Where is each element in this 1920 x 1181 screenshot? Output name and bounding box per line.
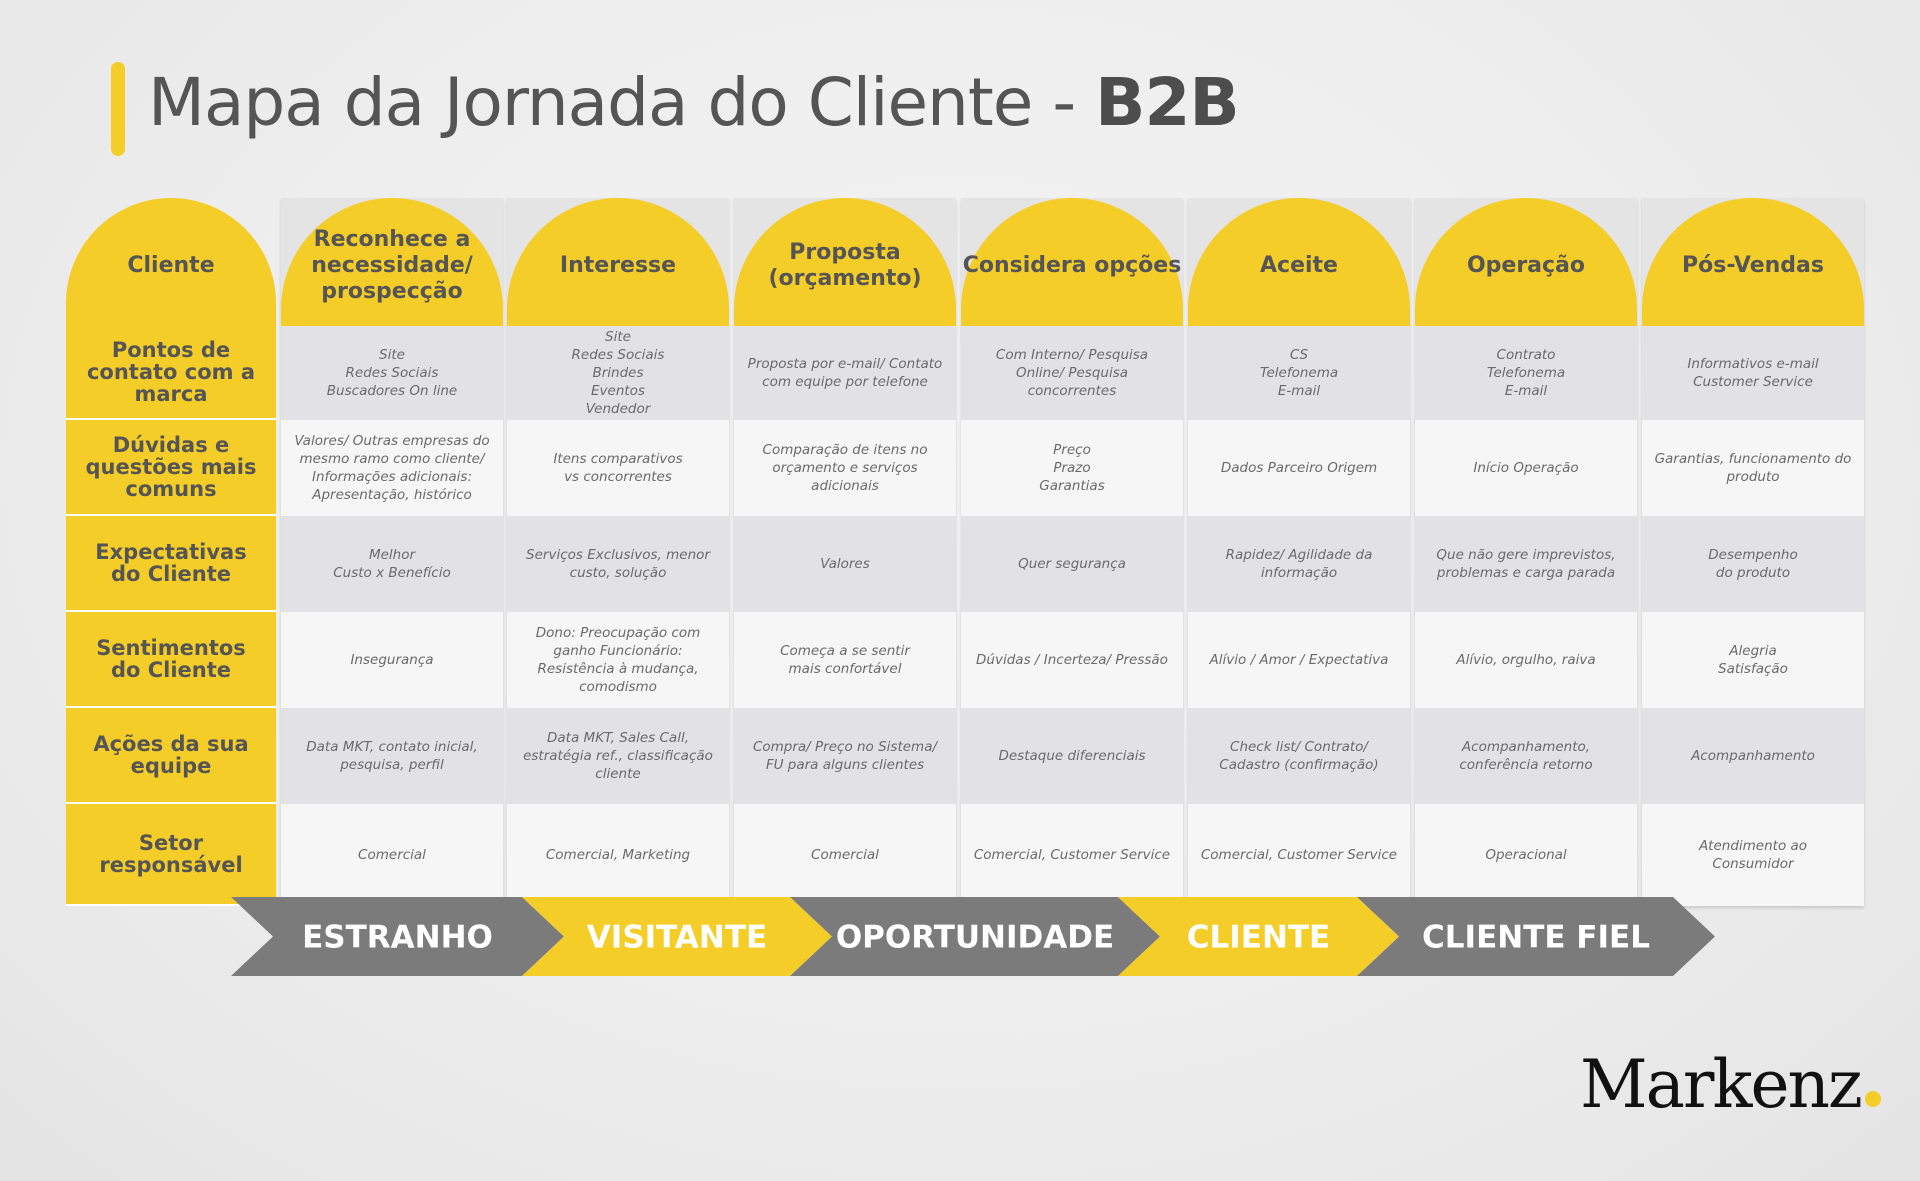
stage-cell: Serviços Exclusivos, menor custo, soluçã… <box>507 516 729 612</box>
stage-cell: Início Operação <box>1415 420 1637 516</box>
phase-label: ESTRANHO <box>302 920 493 956</box>
stage-cell: CS Telefonema E-mail <box>1188 326 1410 420</box>
stage-cell: Dados Parceiro Origem <box>1188 420 1410 516</box>
stage-cell: Contrato Telefonema E-mail <box>1415 326 1637 420</box>
stage-cell: Quer segurança <box>961 516 1183 612</box>
stage-cell: Alívio / Amor / Expectativa <box>1188 612 1410 708</box>
stage-cell: Site Redes Sociais Buscadores On line <box>281 326 503 420</box>
stage-cell: Desempenho do produto <box>1642 516 1864 612</box>
phase-chevron <box>790 897 1160 976</box>
phase-label: CLIENTE <box>1187 920 1330 956</box>
stage-cell: Rapidez/ Agilidade da informação <box>1188 516 1410 612</box>
phase-chevron <box>1118 897 1399 976</box>
phase-chevron <box>522 897 832 976</box>
logo-dot-icon <box>1864 1091 1881 1107</box>
stage-cell: Destaque diferenciais <box>961 708 1183 804</box>
phase-label: CLIENTE FIEL <box>1422 920 1650 956</box>
stage-cell: Comercial <box>281 804 503 906</box>
stage-cell: Check list/ Contrato/ Cadastro (confirma… <box>1188 708 1410 804</box>
stage-cell: Insegurança <box>281 612 503 708</box>
stage-cell: Data MKT, Sales Call, estratégia ref., c… <box>507 708 729 804</box>
row-label: Pontos de contato com a marca <box>66 326 276 420</box>
stage-cell: Comercial <box>734 804 956 906</box>
title-main: Mapa da Jornada do Cliente - <box>148 64 1096 141</box>
stage-cell: Começa a se sentir mais confortável <box>734 612 956 708</box>
stage-cell: Comercial, Marketing <box>507 804 729 906</box>
stage-cell: Alegria Satisfação <box>1642 612 1864 708</box>
page-title: Mapa da Jornada do Cliente - B2B <box>148 64 1240 141</box>
phase-label: VISITANTE <box>587 920 767 956</box>
stage-cell: Operacional <box>1415 804 1637 906</box>
markenz-logo: Markenz <box>1580 1046 1881 1123</box>
row-label: Ações da sua equipe <box>66 708 276 804</box>
stage-cell: Comercial, Customer Service <box>961 804 1183 906</box>
stage-cell: Garantias, funcionamento do produto <box>1642 420 1864 516</box>
title-accent-bar <box>111 62 125 156</box>
stage-cell: Preço Prazo Garantias <box>961 420 1183 516</box>
stage-cell: Proposta por e-mail/ Contato com equipe … <box>734 326 956 420</box>
phase-chevron <box>1357 897 1715 976</box>
stage-cell: Comparação de itens no orçamento e servi… <box>734 420 956 516</box>
stage-cell: Valores <box>734 516 956 612</box>
stage-cell: Melhor Custo x Benefício <box>281 516 503 612</box>
stage-cell: Que não gere imprevistos, problemas e ca… <box>1415 516 1637 612</box>
row-label: Expectativas do Cliente <box>66 516 276 612</box>
row-label: Sentimentos do Cliente <box>66 612 276 708</box>
stage-cell: Dúvidas / Incerteza/ Pressão <box>961 612 1183 708</box>
stage-column: Proposta (orçamento)Proposta por e-mail/… <box>734 198 956 906</box>
stage-cell: Alívio, orgulho, raiva <box>1415 612 1637 708</box>
phase-label: OPORTUNIDADE <box>836 920 1114 956</box>
logo-text: Markenz <box>1580 1046 1863 1123</box>
row-label: Dúvidas e questões mais comuns <box>66 420 276 516</box>
stage-cell: Acompanhamento <box>1642 708 1864 804</box>
stage-cell: Comercial, Customer Service <box>1188 804 1410 906</box>
stage-cell: Informativos e-mail Customer Service <box>1642 326 1864 420</box>
stage-cell: Site Redes Sociais Brindes Eventos Vende… <box>507 326 729 420</box>
stage-cell: Dono: Preocupação com ganho Funcionário:… <box>507 612 729 708</box>
stage-cell: Itens comparativos vs concorrentes <box>507 420 729 516</box>
stage-cell: Acompanhamento, conferência retorno <box>1415 708 1637 804</box>
stage-cell: Compra/ Preço no Sistema/ FU para alguns… <box>734 708 956 804</box>
stage-cell: Atendimento ao Consumidor <box>1642 804 1864 906</box>
row-label: Setor responsável <box>66 804 276 906</box>
stage-cell: Valores/ Outras empresas do mesmo ramo c… <box>281 420 503 516</box>
title-bold: B2B <box>1095 64 1240 141</box>
stage-cell: Data MKT, contato inicial, pesquisa, per… <box>281 708 503 804</box>
stage-cell: Com Interno/ Pesquisa Online/ Pesquisa c… <box>961 326 1183 420</box>
phase-chevron <box>231 897 564 976</box>
